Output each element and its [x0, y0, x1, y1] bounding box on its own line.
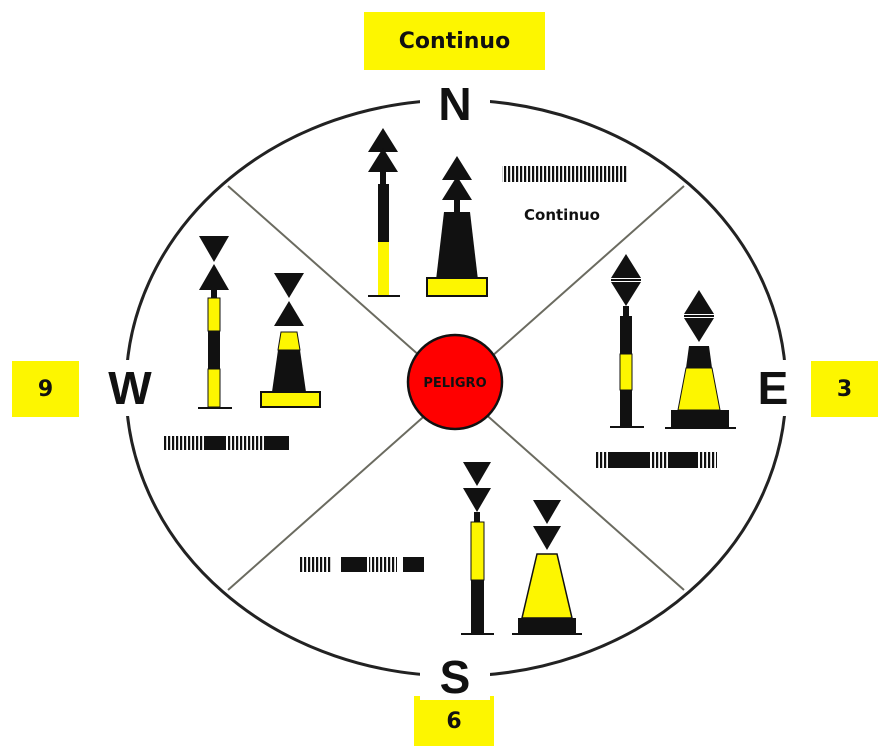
- west-spar-buoy: [198, 236, 232, 409]
- east-pillar-buoy: [665, 290, 736, 429]
- north-letter: N: [438, 78, 471, 130]
- danger-label: PELIGRO: [423, 376, 486, 391]
- north-spar-buoy: [368, 128, 400, 297]
- north-rhythm-label: Continuo: [364, 12, 545, 70]
- south-flash-count-label: 6: [414, 696, 494, 746]
- danger-center: PELIGRO: [406, 333, 504, 431]
- south-spar-buoy: [461, 462, 494, 635]
- south-light-rhythm: [299, 557, 424, 572]
- west-letter: W: [108, 362, 152, 414]
- west-light-rhythm: [163, 436, 289, 450]
- north-rhythm-text: Continuo: [524, 206, 600, 224]
- south-letter: S: [440, 651, 471, 703]
- north-pillar-buoy: [426, 156, 488, 297]
- east-light-rhythm: [595, 452, 717, 468]
- east-flash-count-label: 3: [811, 361, 878, 417]
- east-letter: E: [758, 362, 789, 414]
- east-spar-buoy: [610, 254, 644, 428]
- west-flash-count-label: 9: [12, 361, 79, 417]
- north-light-rhythm: [502, 166, 627, 182]
- west-pillar-buoy: [260, 273, 321, 408]
- south-pillar-buoy: [512, 500, 582, 635]
